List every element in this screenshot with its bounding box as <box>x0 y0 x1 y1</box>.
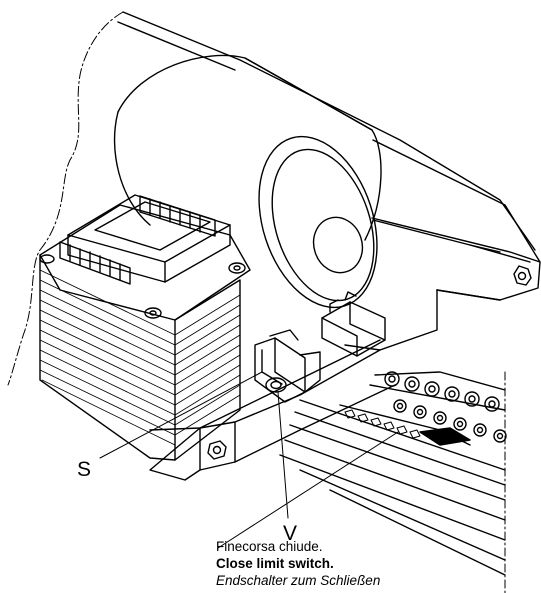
terminal-strip-rear <box>139 195 216 237</box>
housing-break-line <box>7 11 124 386</box>
leader-lines <box>99 371 399 549</box>
caption-italian: Finecorsa chiude. <box>216 539 323 554</box>
limit-switch-s <box>254 329 321 403</box>
leader-v <box>277 391 289 519</box>
caption-german: Endschalter zum Schließen <box>216 573 381 588</box>
transformer <box>39 194 251 461</box>
leader-s <box>99 371 263 459</box>
bracket-hex-bolt <box>513 265 532 286</box>
callout-label-s: S <box>77 458 92 481</box>
mounting-nut <box>39 254 55 264</box>
mounting-nut <box>144 307 162 319</box>
caption-block: Finecorsa chiude. Close limit switch. En… <box>216 538 380 589</box>
microswitch-upper <box>321 291 386 357</box>
rail-profile <box>279 371 506 593</box>
mounting-nut <box>228 262 246 274</box>
rail-cam <box>419 427 471 446</box>
caption-english: Close limit switch. <box>216 556 334 571</box>
housing-frame <box>117 11 541 351</box>
crossbar-hex-bolt <box>207 440 227 460</box>
callout-label-v: V <box>283 522 298 545</box>
adjust-screw-v <box>265 377 287 393</box>
rail-slots <box>344 409 421 439</box>
terminal-strip-front <box>59 241 131 285</box>
leader-caption <box>217 431 399 549</box>
drive-chain <box>369 371 507 443</box>
capacitor-cylinder <box>113 54 382 309</box>
